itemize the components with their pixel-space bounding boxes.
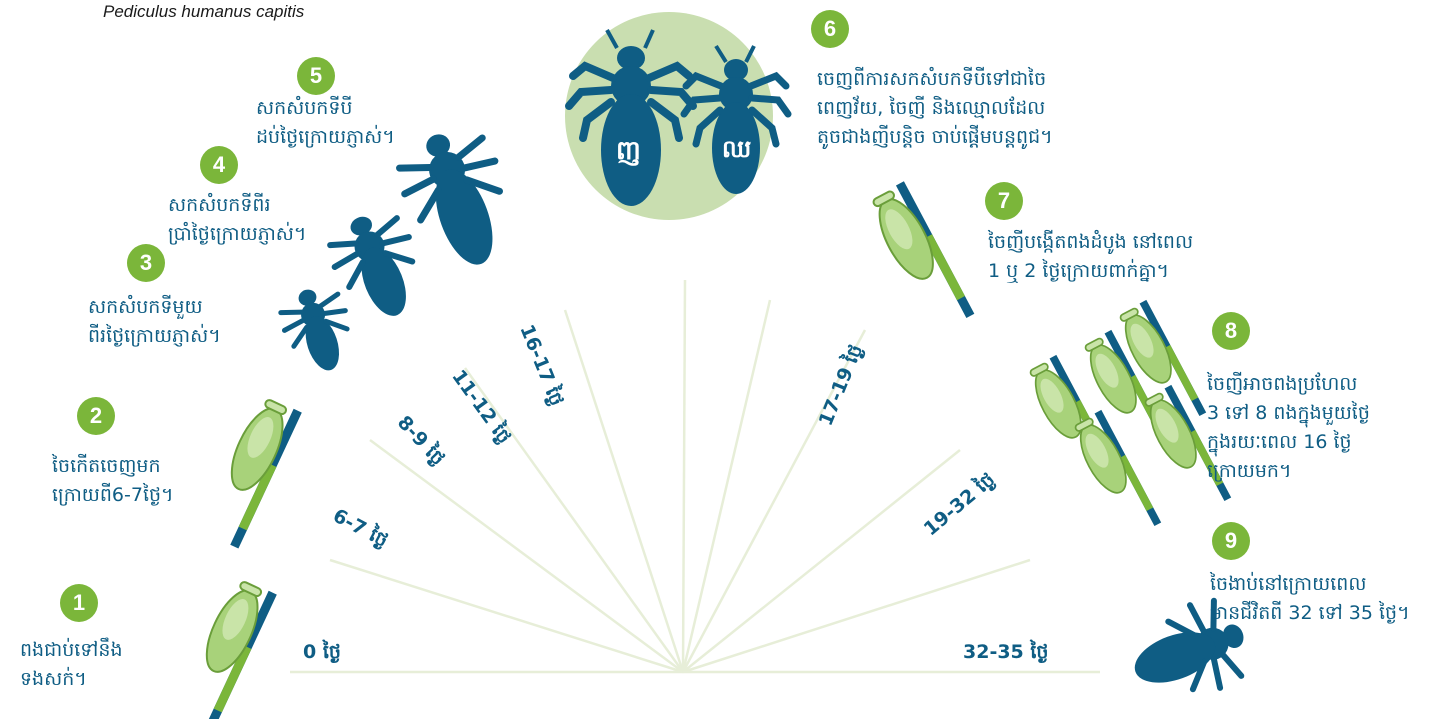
hatching-egg-icon xyxy=(199,394,302,549)
stage-6-badge: 6 xyxy=(811,10,849,48)
timeline-ray xyxy=(683,450,960,672)
stage-4-text: សកសំបកទីពីរប្រាំថ្ងៃក្រោយភ្ញាស់។ xyxy=(168,191,306,249)
species-name: Pediculus humanus capitis xyxy=(103,2,304,22)
stage-4-badge: 4 xyxy=(200,146,238,184)
first-egg-icon xyxy=(865,181,974,334)
stage-6-text: ចេញពីការសកសំបកទីបីទៅជាចៃពេញវ័យ, ចៃញី និង… xyxy=(817,65,1053,152)
stage-5-badge: 5 xyxy=(297,57,335,95)
stage-1-badge: 1 xyxy=(60,584,98,622)
day-label-32-35: 32-35 ថ្ងៃ xyxy=(963,640,1048,668)
stage-2-text: ចៃកើតចេញមកក្រោយពី6-7ថ្ងៃ។ xyxy=(52,452,174,510)
male-label: ឈ xyxy=(722,134,751,169)
timeline-ray xyxy=(370,440,683,672)
timeline-ray xyxy=(565,310,683,672)
nymph-3-louse-icon xyxy=(275,280,362,380)
stage-7-badge: 7 xyxy=(985,182,1023,220)
timeline-ray xyxy=(683,280,685,672)
timeline-ray xyxy=(330,560,683,672)
stage-9-badge: 9 xyxy=(1212,522,1250,560)
egg-on-hair-icon xyxy=(174,576,277,719)
stage-3-badge: 3 xyxy=(127,244,165,282)
day-label-0: 0 ថ្ងៃ xyxy=(303,640,341,668)
stage-9-text: ចៃងាប់នៅក្រោយពេលមានជីវិតពី 32 ទៅ 35 ថ្ងៃ… xyxy=(1210,570,1410,628)
stage-2-badge: 2 xyxy=(77,397,115,435)
nymph-5-louse-icon xyxy=(389,119,526,281)
stage-3-text: សកសំបកទីមួយពីរថ្ងៃក្រោយភ្ញាស់។ xyxy=(88,293,221,351)
stage-1-text: ពងជាប់ទៅនឹងទងសក់។ xyxy=(20,636,123,694)
stage-8-badge: 8 xyxy=(1212,312,1250,350)
stage-5-text: សកសំបកទីបីដប់ថ្ងៃក្រោយភ្ញាស់។ xyxy=(256,94,395,152)
egg-cluster-icon xyxy=(1068,410,1161,540)
female-label: ញ xyxy=(616,134,641,172)
timeline-ray xyxy=(683,300,770,672)
